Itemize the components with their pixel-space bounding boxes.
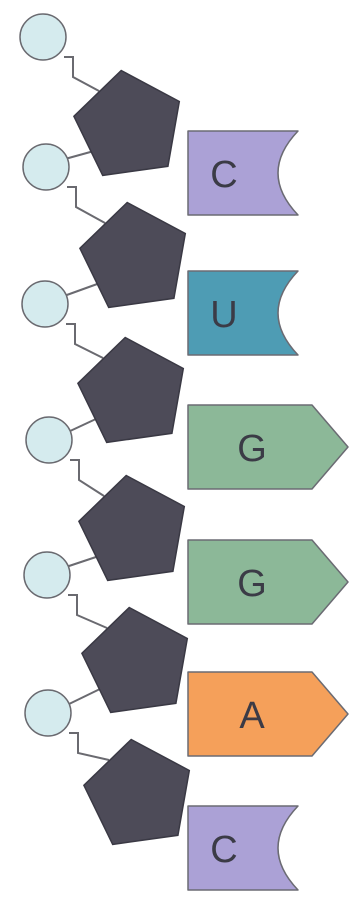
sugar-phosphate-link	[64, 150, 95, 160]
phosphodiester-link	[67, 186, 106, 224]
phosphate-layer	[19, 13, 73, 737]
nucleotide-base-g: G	[187, 404, 349, 490]
base-letter: C	[210, 154, 237, 196]
sugar-phosphate-link	[63, 282, 101, 297]
pyrimidine-notched-flag-icon	[187, 270, 299, 356]
nucleotide-base-a: A	[187, 671, 349, 757]
phosphate-circle-icon	[22, 143, 70, 191]
sugar-phosphate-link	[65, 555, 100, 568]
pyrimidine-notched-flag-icon	[187, 130, 299, 216]
phosphate-circle-icon	[24, 689, 72, 737]
phosphodiester-link	[66, 323, 104, 359]
phosphodiester-link	[64, 56, 100, 92]
purine-arrow-tab-icon	[187, 539, 349, 625]
base-letter: C	[210, 829, 237, 871]
ribose-sugar-pentagon-icon	[77, 474, 186, 582]
phosphodiester-link	[68, 594, 108, 629]
purine-arrow-tab-icon	[187, 404, 349, 490]
nucleotide-base-c: C	[187, 130, 299, 216]
ribose-sugar-pentagon-icon	[76, 336, 185, 444]
base-letter: G	[237, 563, 267, 605]
base-letter: G	[237, 428, 267, 470]
phosphate-circle-icon	[21, 280, 69, 328]
pyrimidine-notched-flag-icon	[187, 805, 299, 891]
ribose-sugar-pentagon-icon	[80, 606, 189, 714]
purine-arrow-tab-icon	[187, 671, 349, 757]
backbone-layer	[63, 56, 110, 761]
base-letter: U	[210, 294, 237, 336]
ribose-sugar-pentagon-icon	[72, 69, 181, 177]
base-layer: C U G G A C	[187, 130, 349, 891]
nucleotide-base-u: U	[187, 270, 299, 356]
ribose-sugar-pentagon-icon	[78, 201, 187, 309]
base-letter: A	[239, 695, 265, 737]
ribose-sugar-pentagon-icon	[82, 738, 191, 846]
phosphodiester-link	[69, 732, 110, 761]
phosphate-circle-icon	[19, 13, 67, 61]
sugar-phosphate-link	[66, 687, 103, 706]
nucleotide-base-c: C	[187, 805, 299, 891]
phosphate-circle-icon	[25, 416, 73, 464]
sugar-layer	[72, 69, 191, 846]
sugar-phosphate-link	[67, 417, 99, 433]
phosphate-circle-icon	[23, 551, 71, 599]
phosphodiester-link	[70, 459, 105, 497]
nucleotide-base-g: G	[187, 539, 349, 625]
